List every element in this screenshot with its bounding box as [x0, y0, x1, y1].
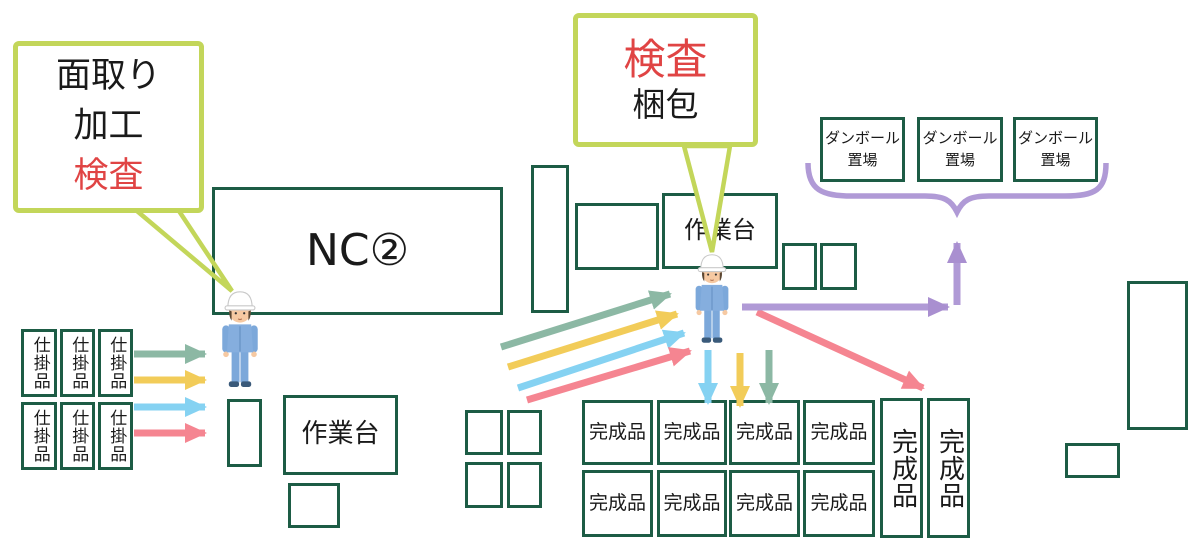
finished-goods-box: 完成品: [657, 400, 727, 465]
worker-icon: [695, 254, 729, 343]
rack-beside-workbench: [575, 203, 659, 270]
cardboard-label: ダンボール 置場: [825, 128, 900, 172]
pallet-box: [507, 462, 542, 508]
finished-goods-box: 完成品: [803, 400, 875, 465]
callout-chamfer-line3: 検査: [73, 155, 144, 196]
rack-tall-right: [1127, 281, 1188, 430]
finished-goods-box: 完成品: [657, 470, 727, 537]
worker-icon: [222, 291, 258, 387]
finished-goods-box: 完成品: [803, 470, 875, 537]
wip-box: 仕掛品: [60, 402, 95, 470]
cardboard-label-line2: 置場: [1040, 150, 1071, 169]
callout-packing-line2: 梱包: [632, 85, 699, 125]
arrow-blue-to-inspection: [516, 329, 686, 392]
cardboard-label: ダンボール 置場: [1018, 128, 1093, 172]
wip-box: 仕掛品: [60, 329, 95, 397]
wip-box: 仕掛品: [98, 329, 133, 397]
callout-chamfer-line2: 加工: [73, 106, 144, 147]
nc-machine-box: NC②: [212, 187, 503, 315]
wip-box: 仕掛品: [21, 329, 57, 397]
arrow-yellow-to-inspection: [506, 310, 679, 371]
pallet-box: [465, 410, 503, 455]
cardboard-label-line1: ダンボール: [922, 128, 998, 147]
arrow-red-to-finished-tall: [755, 308, 925, 392]
callout-chamfer-line1: 面取り: [55, 56, 161, 97]
rack-beside-workbench-left: [227, 399, 262, 467]
cardboard-label-line1: ダンボール: [824, 128, 900, 147]
cardboard-label-line2: 置場: [944, 150, 975, 169]
callout-inspection-packing: 検査 梱包: [573, 13, 758, 147]
wip-box: 仕掛品: [21, 402, 57, 470]
wip-box: 仕掛品: [98, 402, 133, 470]
finished-goods-box: 完成品: [729, 470, 800, 537]
rack-small-1: [782, 243, 817, 290]
pallet-box: [465, 462, 503, 508]
finished-goods-box-tall: 完成品: [880, 398, 923, 538]
pallet-box: [507, 410, 542, 455]
callout-chamfer-inspection: 面取り 加工 検査: [13, 41, 204, 213]
callout-packing-line1: 検査: [623, 35, 708, 84]
finished-goods-box: 完成品: [729, 400, 800, 465]
cardboard-storage-box: ダンボール 置場: [1013, 117, 1098, 182]
cardboard-storage-box: ダンボール 置場: [820, 117, 905, 182]
cardboard-storage-box: ダンボール 置場: [917, 117, 1003, 182]
finished-goods-box: 完成品: [582, 400, 653, 465]
rack-small-right: [1065, 443, 1120, 478]
workbench-left-box: 作業台: [283, 395, 398, 475]
arrow-red-to-inspection: [525, 347, 692, 404]
rack-tall-center: [531, 165, 569, 313]
finished-goods-box-tall: 完成品: [927, 398, 970, 538]
finished-goods-box: 完成品: [582, 470, 653, 537]
rack-below-workbench: [288, 483, 340, 528]
arrow-green-to-inspection: [499, 290, 672, 351]
cardboard-label-line1: ダンボール: [1017, 128, 1093, 147]
rack-small-2: [820, 243, 857, 290]
cardboard-label-line2: 置場: [847, 150, 878, 169]
cardboard-label: ダンボール 置場: [922, 128, 997, 172]
